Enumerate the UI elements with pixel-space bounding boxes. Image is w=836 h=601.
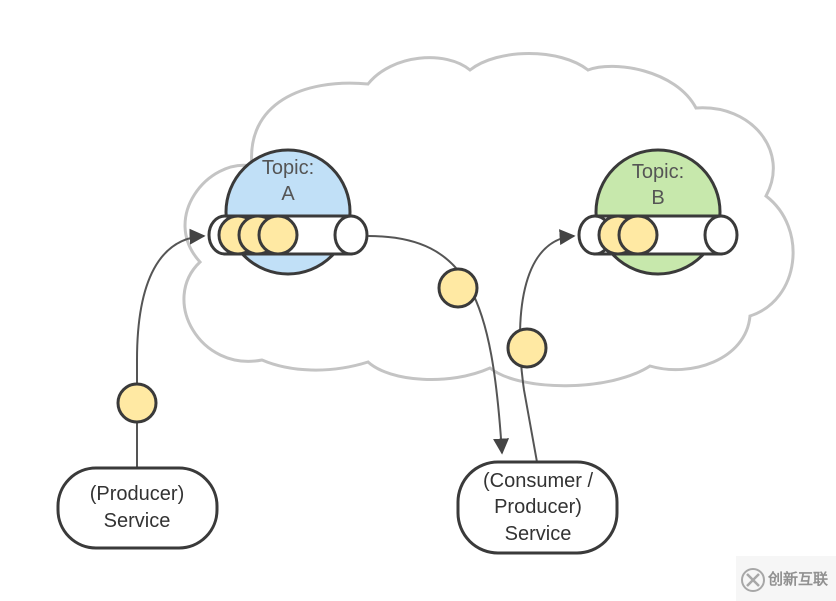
broker-cloud [182,52,795,388]
consumer-producer-service-node: (Consumer / Producer) Service [456,460,619,555]
topic-b-label-line1: Topic: [632,161,684,183]
producer-service-node: (Producer) Service [56,466,219,550]
topic-b-label-line2: B [651,187,664,209]
topic-a-log [207,214,369,256]
message-in-topic-b [617,214,659,256]
consumer-service-line1: (Consumer / [483,470,593,492]
message-in-topic-a [257,214,299,256]
consumer-service-line3: Service [505,523,572,545]
producer-service-line1: (Producer) [90,483,184,505]
topic-a-label-line1: Topic: [262,157,314,179]
consumer-service-line2: Producer) [494,496,582,518]
topic-b-log [577,214,739,256]
topic-a-to-consumer-arrow [367,235,510,455]
topic-a-label-line2: A [281,183,295,205]
watermark-text: 创新互联 [767,570,829,588]
message-in-transit [437,267,479,309]
logo-x-icon [741,568,765,592]
message-in-transit [116,382,158,424]
message-in-transit [506,327,548,369]
producer-to-topic-a-arrow [136,228,206,468]
consumer-to-topic-b-arrow [519,229,576,463]
watermark: 创新互联 [736,556,836,601]
producer-service-line2: Service [104,510,171,532]
